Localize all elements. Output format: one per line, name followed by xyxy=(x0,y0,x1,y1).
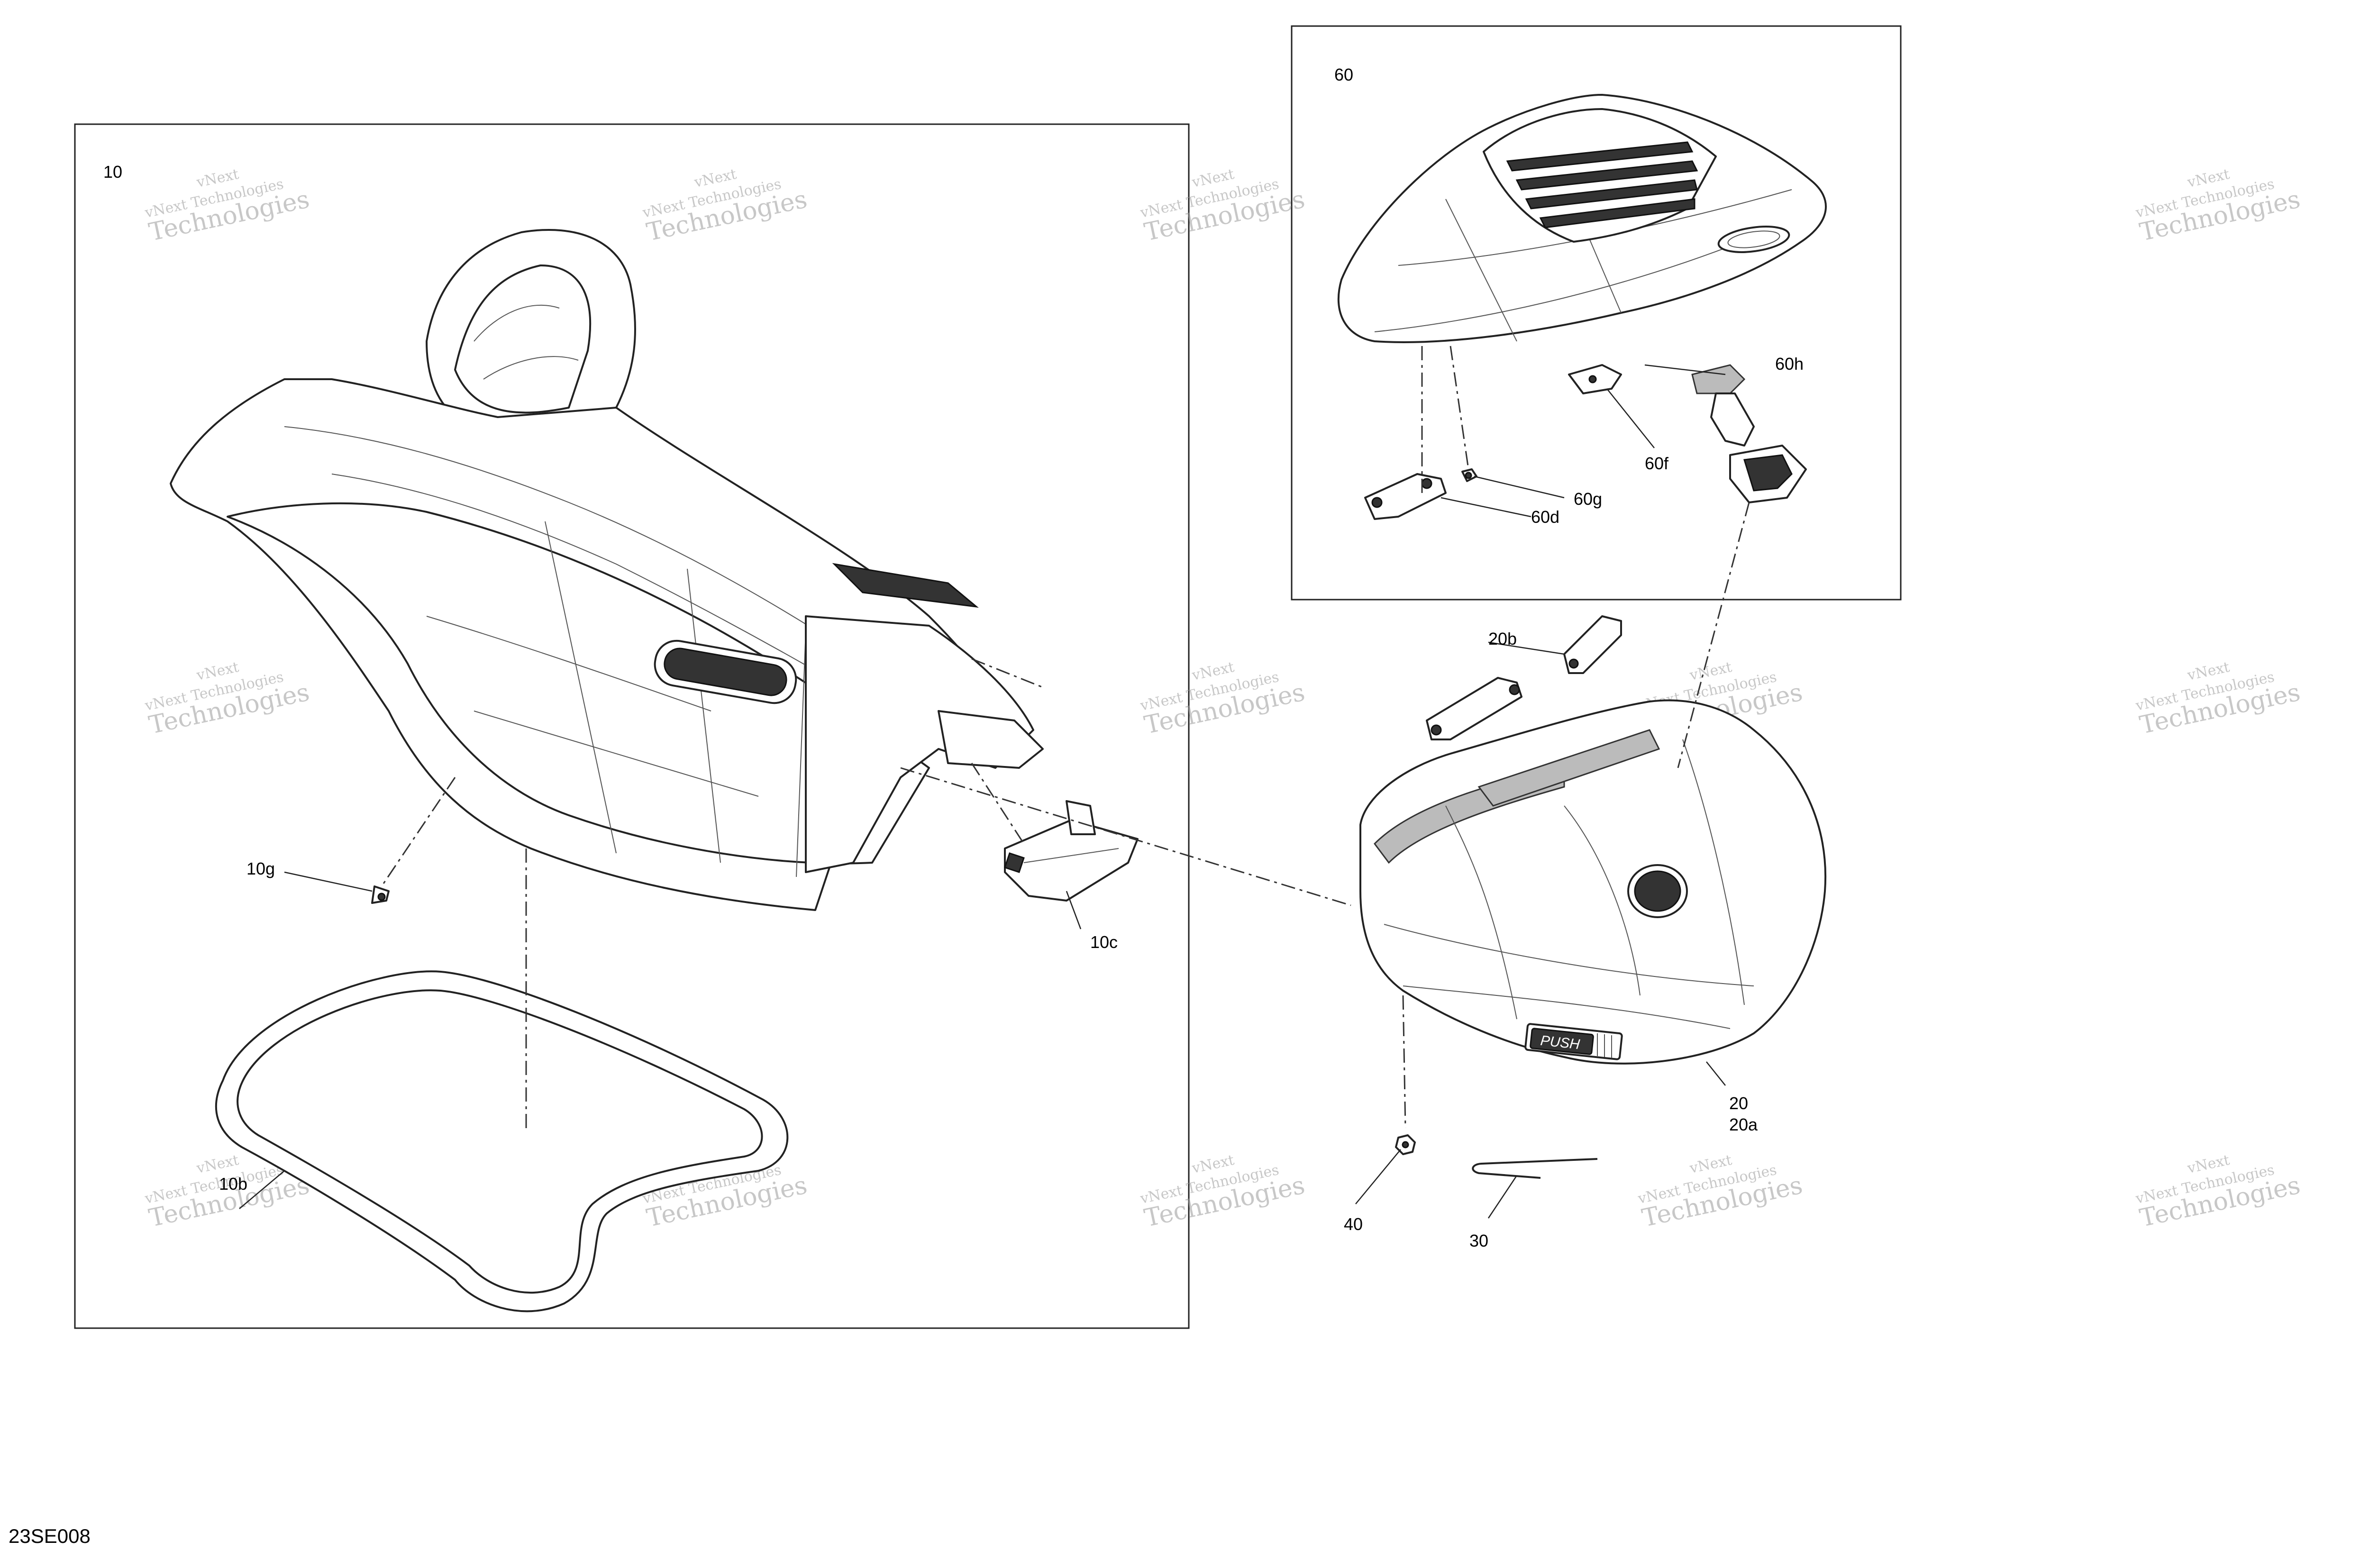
callout-60f: 60f xyxy=(1645,454,1669,473)
watermark: vNext vNext Technologies Technologies xyxy=(2134,166,2303,247)
watermark: vNext vNext Technologies Technologies xyxy=(143,659,312,740)
storage-bin-part-20[interactable]: PUSH xyxy=(1359,699,1826,1065)
bracket-part-60f[interactable] xyxy=(1568,364,1622,394)
pin-part-30[interactable] xyxy=(1472,1158,1598,1179)
rear-seat-part-60[interactable] xyxy=(1337,94,1827,343)
latch-bracket-part-10c[interactable] xyxy=(1004,800,1139,902)
callout-60g: 60g xyxy=(1574,489,1602,509)
seal-gasket-part-10b[interactable] xyxy=(215,970,789,1313)
leader-lines xyxy=(239,364,1726,1219)
watermark: vNext vNext Technologies Technologies xyxy=(1139,659,1307,740)
rear-seat-logo xyxy=(1717,226,1790,253)
seat-part-10[interactable] xyxy=(170,228,1044,911)
push-release-badge[interactable]: PUSH xyxy=(1524,1023,1623,1060)
callout-labels: 10 10g 10c 10b 60 60h 60f 60g 60d 20b 20… xyxy=(103,65,1804,1250)
watermark: vNext vNext Technologies Technologies xyxy=(1139,1152,1307,1233)
watermark: vNext vNext Technologies Technologies xyxy=(641,166,810,247)
clip-part-60g[interactable] xyxy=(1461,468,1477,482)
group-box-10 xyxy=(74,123,1190,1329)
handle-bracket-part-20b[interactable] xyxy=(1426,615,1622,740)
callout-10g: 10g xyxy=(246,859,275,878)
watermark: vNext vNext Technologies Technologies xyxy=(143,166,312,247)
assembly-lines xyxy=(381,346,1750,1133)
watermark: vNext vNext Technologies Technologies xyxy=(1139,166,1307,247)
callout-20b: 20b xyxy=(1488,629,1517,648)
watermark: vNext vNext Technologies Technologies xyxy=(1636,1152,1805,1233)
callout-10b: 10b xyxy=(219,1174,247,1194)
diagram-code: 23SE008 xyxy=(9,1525,91,1547)
callout-60h: 60h xyxy=(1775,354,1804,374)
callout-60d: 60d xyxy=(1531,507,1559,527)
callout-60: 60 xyxy=(1334,65,1353,84)
latch-key-part-60h[interactable] xyxy=(1691,364,1807,503)
watermark: vNext vNext Technologies Technologies xyxy=(2134,1152,2303,1233)
callout-10: 10 xyxy=(103,162,122,182)
bracket-part-60d[interactable] xyxy=(1364,473,1447,520)
callout-30: 30 xyxy=(1469,1231,1488,1250)
callout-20: 20 xyxy=(1729,1094,1748,1113)
callout-40: 40 xyxy=(1344,1214,1363,1234)
group-box-60 xyxy=(1291,25,1902,601)
clip-part-10g[interactable] xyxy=(371,885,390,904)
watermark: vNext vNext Technologies Technologies xyxy=(2134,659,2303,740)
callout-10c: 10c xyxy=(1090,932,1118,952)
callout-20a: 20a xyxy=(1729,1115,1758,1134)
